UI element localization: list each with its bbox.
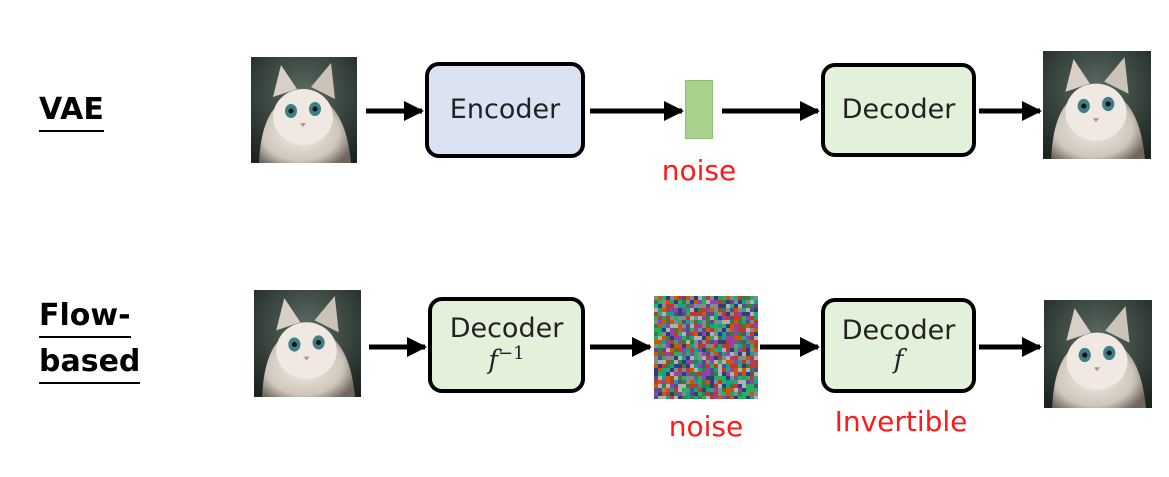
vae-input-cat-image [251, 57, 357, 163]
vae-row-label: VAE [39, 92, 104, 132]
flow-inverse-decoder-box: Decoder f−1 [428, 297, 585, 393]
flow-decoder-box: Decoder f [821, 298, 976, 393]
vae-latent-vector [685, 80, 713, 139]
flow-output-cat-image [1044, 300, 1152, 408]
flow-row-label-line1: Flow- [39, 298, 131, 338]
vae-decoder-box: Decoder [821, 63, 976, 157]
flow-noise-label: noise [668, 410, 744, 443]
vae-encoder-label: Encoder [449, 94, 561, 126]
flow-row-label-line2: based [39, 344, 141, 384]
vae-encoder-box: Encoder [425, 62, 585, 158]
flow-inverse-decoder-label: Decoder [449, 313, 564, 345]
vae-noise-label: noise [661, 154, 737, 187]
flow-inverse-formula: f−1 [488, 343, 525, 376]
flow-noise-image [654, 296, 758, 400]
flow-input-cat-image [254, 290, 361, 397]
flow-decoder-label: Decoder [841, 315, 956, 347]
flow-invertible-label: Invertible [834, 405, 968, 438]
flow-row-label: Flow- based [39, 298, 141, 384]
vae-output-cat-image [1043, 51, 1151, 159]
flow-decoder-formula: f [893, 345, 904, 376]
vae-decoder-label: Decoder [841, 94, 956, 126]
